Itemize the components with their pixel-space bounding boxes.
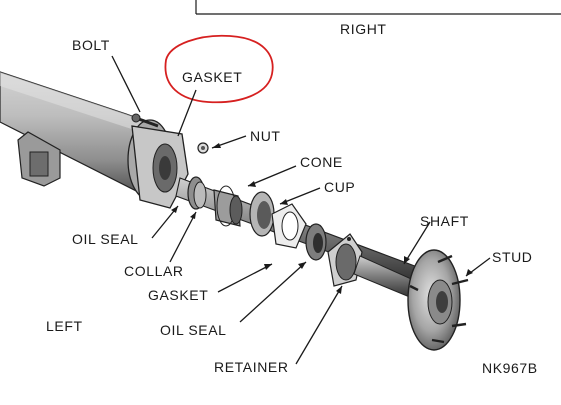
nut-part (197, 142, 209, 154)
label-bolt: BOLT (72, 37, 110, 53)
axle-housing-tube (0, 71, 151, 199)
label-left: LEFT (46, 318, 83, 334)
label-retainer: RETAINER (214, 359, 289, 375)
label-oil-seal-left: OIL SEAL (72, 231, 139, 247)
gasket-plate (271, 203, 307, 249)
label-figure-code: NK967B (482, 360, 538, 376)
label-gasket-top: GASKET (182, 69, 242, 85)
leader-arrowheads (171, 143, 473, 294)
oil-seal-ring (305, 223, 327, 261)
leader-lines (111, 55, 491, 365)
label-nut: NUT (250, 128, 281, 144)
label-shaft: SHAFT (420, 213, 469, 229)
bolt-part (131, 113, 159, 128)
hub-flange (353, 249, 461, 351)
wheel-studs (409, 254, 469, 344)
top-frame (195, 0, 561, 15)
label-collar: COLLAR (124, 263, 184, 279)
housing-flange (127, 119, 189, 209)
bearing-cup (249, 191, 275, 237)
retainer-plate (327, 233, 363, 287)
label-cone: CONE (300, 154, 343, 170)
label-gasket-bottom: GASKET (148, 287, 208, 303)
label-oil-seal-bottom: OIL SEAL (160, 322, 227, 338)
bearing-cone (213, 185, 243, 227)
collar-part (187, 176, 207, 210)
label-stud: STUD (492, 249, 533, 265)
label-right: RIGHT (340, 21, 387, 37)
highlight-circle (164, 34, 274, 104)
label-cup: CUP (324, 179, 355, 195)
